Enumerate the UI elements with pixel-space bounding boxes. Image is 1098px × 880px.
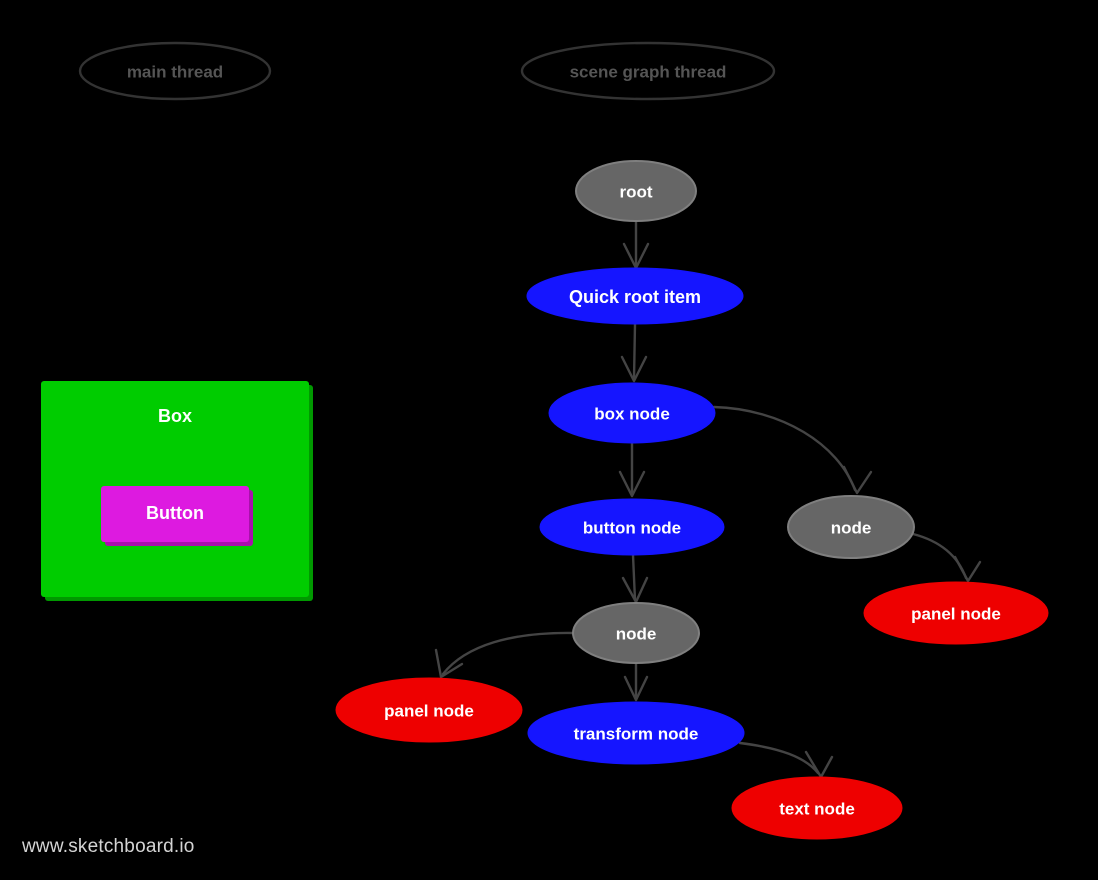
scene-graph-thread-label: scene graph thread xyxy=(570,63,727,82)
box-label: Box xyxy=(157,406,192,426)
edge-box-node-to-node-right xyxy=(712,405,873,495)
edges-group xyxy=(434,219,982,779)
node-panel-node-right-label: panel node xyxy=(911,605,1001,624)
edge-root-to-quick-root-item xyxy=(622,219,650,270)
node-panel-node-lower-label: panel node xyxy=(384,702,474,721)
node-root-label: root xyxy=(619,183,652,202)
edge-quick-root-item-to-box-node xyxy=(620,322,648,383)
edge-node-lower-to-panel-node-lower xyxy=(434,631,576,679)
node-node-lower-shape[interactable] xyxy=(572,602,700,664)
node-root[interactable]: root xyxy=(575,160,697,222)
edge-node-lower-to-transform-node xyxy=(623,661,649,702)
node-panel-node-lower[interactable]: panel node xyxy=(335,677,523,743)
node-quick-root-item-shape[interactable] xyxy=(526,267,744,325)
node-quick-root-item[interactable]: Quick root item xyxy=(526,267,744,325)
node-text-node-shape[interactable] xyxy=(731,776,903,840)
node-box-node[interactable]: box node xyxy=(548,382,716,444)
node-panel-node-right[interactable]: panel node xyxy=(863,581,1049,645)
button-label: Button xyxy=(146,503,204,523)
node-box-node-shape[interactable] xyxy=(548,382,716,444)
node-panel-node-lower-shape[interactable] xyxy=(335,677,523,743)
node-node-right-label: node xyxy=(831,519,872,538)
node-button-node-label: button node xyxy=(583,519,681,538)
node-button-node[interactable]: button node xyxy=(539,498,725,556)
node-text-node-label: text node xyxy=(779,800,855,819)
node-quick-root-item-label: Quick root item xyxy=(569,287,701,307)
node-node-right[interactable]: node xyxy=(787,495,915,559)
swimlane-scene-graph-thread: scene graph thread xyxy=(520,41,776,101)
edge-transform-node-to-text-node xyxy=(738,741,834,779)
edge-node-right-to-panel-node-right xyxy=(911,532,982,583)
main-thread-label: main thread xyxy=(127,63,223,82)
main-thread-ellipse xyxy=(78,41,272,101)
node-button-node-shape[interactable] xyxy=(539,498,725,556)
node-node-right-shape[interactable] xyxy=(787,495,915,559)
button-rectangle[interactable]: Button xyxy=(101,486,249,542)
node-transform-node[interactable]: transform node xyxy=(527,701,745,765)
node-root-shape[interactable] xyxy=(575,160,697,222)
edge-button-node-to-node-lower xyxy=(621,553,649,604)
watermark: www.sketchboard.io xyxy=(22,836,195,857)
node-panel-node-right-shape[interactable] xyxy=(863,581,1049,645)
node-node-lower[interactable]: node xyxy=(572,602,700,664)
node-transform-node-label: transform node xyxy=(574,725,699,744)
node-text-node[interactable]: text node xyxy=(731,776,903,840)
swimlane-main-thread: main thread xyxy=(78,41,272,101)
edge-box-node-to-button-node xyxy=(618,441,646,498)
node-transform-node-shape[interactable] xyxy=(527,701,745,765)
node-box-node-label: box node xyxy=(594,405,670,424)
node-node-lower-label: node xyxy=(616,625,657,644)
scene-graph-thread-ellipse xyxy=(520,41,776,101)
